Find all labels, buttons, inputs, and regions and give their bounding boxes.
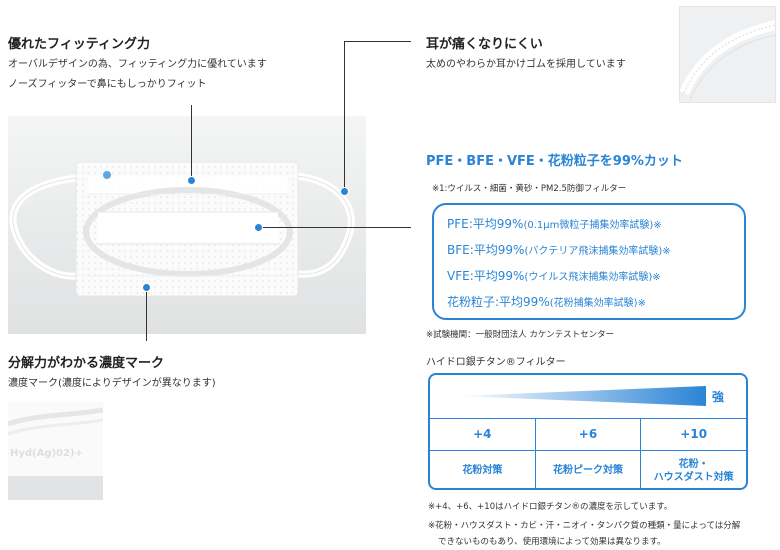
mask-illustration bbox=[8, 116, 366, 334]
filter-title: ハイドロ銀チタン®フィルター bbox=[426, 357, 566, 368]
pollen-row-sub: (花粉捕集効率試験)※ bbox=[549, 298, 646, 309]
density-mark-photo: Hyd(Ag)02)+ bbox=[8, 402, 103, 500]
pfe-row-sub: (0.1μm微粒子捕集効率試験)※ bbox=[523, 220, 662, 231]
bfe-row: BFE:平均99%(バクテリア飛沫捕集効率試験)※ bbox=[447, 238, 744, 264]
pollen-row-main: 花粉粒子:平均99% bbox=[447, 295, 550, 309]
footnote-disclaimer-1: ※花粉・ハウスダスト・カビ・汗・ニオイ・タンパク質の種類・量によっては分解 bbox=[428, 521, 741, 531]
callout-line-ear-v bbox=[344, 41, 345, 191]
bfe-row-main: BFE:平均99% bbox=[447, 243, 525, 257]
callout-dot-fitting bbox=[187, 176, 196, 185]
density-mark-illustration bbox=[8, 402, 103, 500]
density-desc: 濃度マーク(濃度によりデザインが異なります) bbox=[8, 378, 216, 389]
test-agency: ※試験機関：一般財団法人 カケンテストセンター bbox=[426, 330, 615, 340]
effect-label-line-1: 花粉・ bbox=[678, 458, 709, 470]
effect-row: 花粉対策 花粉ピーク対策 花粉・ ハウスダスト対策 bbox=[430, 450, 746, 488]
level-row: +4 +6 +10 bbox=[430, 418, 746, 450]
effect-label-line-2: ハウスダスト対策 bbox=[653, 471, 734, 483]
callout-line-ear-h bbox=[344, 41, 411, 42]
pfe-title: PFE・BFE・VFE・花粉粒子を99%カット bbox=[426, 154, 683, 169]
pfe-row: PFE:平均99%(0.1μm微粒子捕集効率試験)※ bbox=[447, 212, 744, 238]
ear-loop-illustration bbox=[680, 20, 775, 100]
pfe-box: PFE:平均99%(0.1μm微粒子捕集効率試験)※ BFE:平均99%(バクテ… bbox=[432, 203, 746, 320]
vfe-row-sub: (ウイルス飛沫捕集効率試験)※ bbox=[524, 272, 661, 283]
vfe-row-main: VFE:平均99% bbox=[447, 269, 525, 283]
density-mark-text: Hyd(Ag)02)+ bbox=[10, 448, 83, 459]
effect-cell: 花粉ピーク対策 bbox=[534, 451, 641, 488]
level-cell: +10 bbox=[640, 419, 746, 450]
fitting-title: 優れたフィッティング力 bbox=[8, 37, 150, 52]
level-cell: +6 bbox=[534, 419, 641, 450]
strength-wedge bbox=[458, 386, 706, 406]
effect-label: 花粉ピーク対策 bbox=[553, 465, 623, 476]
effect-cell: 花粉・ ハウスダスト対策 bbox=[640, 451, 746, 488]
footnote-disclaimer-2: できないものもあり、使用環境によって効果は異なります。 bbox=[438, 537, 666, 547]
footnote-concentration: ※+4、+6、+10はハイドロ銀チタン®の濃度を示しています。 bbox=[428, 502, 673, 512]
strength-label: 強 bbox=[712, 390, 725, 404]
pfe-row-main: PFE:平均99% bbox=[447, 217, 524, 231]
callout-dot-ear bbox=[340, 187, 349, 196]
fitting-line-1: オーバルデザインの為、フィッティング力に優れています bbox=[8, 59, 267, 70]
vfe-row: VFE:平均99%(ウイルス飛沫捕集効率試験)※ bbox=[447, 264, 744, 290]
callout-line-fitting bbox=[191, 105, 192, 180]
ear-title: 耳が痛くなりにくい bbox=[426, 37, 543, 52]
ear-loop-photo bbox=[679, 6, 776, 103]
pfe-note: ※1:ウイルス・細菌・黄砂・PM2.5防御フィルター bbox=[432, 184, 627, 194]
callout-dot-density bbox=[142, 283, 151, 292]
filter-table: 強 +4 +6 +10 花粉対策 花粉ピーク対策 花粉・ ハウスダスト対策 bbox=[428, 373, 748, 490]
level-cell: +4 bbox=[473, 427, 492, 441]
callout-line-pfe bbox=[259, 227, 411, 228]
callout-dot-pfe bbox=[254, 223, 263, 232]
pollen-row: 花粉粒子:平均99%(花粉捕集効率試験)※ bbox=[447, 290, 744, 316]
mask-photo bbox=[8, 116, 366, 334]
ear-desc: 太めのやわらか耳かけゴムを採用しています bbox=[426, 59, 626, 70]
callout-line-density bbox=[146, 289, 147, 341]
density-title: 分解力がわかる濃度マーク bbox=[8, 356, 165, 371]
bfe-row-sub: (バクテリア飛沫捕集効率試験)※ bbox=[524, 246, 671, 257]
effect-label: 花粉対策 bbox=[462, 465, 503, 476]
strength-scale: 強 bbox=[430, 375, 746, 418]
effect-cell: 花粉対策 bbox=[430, 451, 535, 488]
fitting-line-2: ノーズフィッターで鼻にもしっかりフィット bbox=[8, 79, 207, 90]
